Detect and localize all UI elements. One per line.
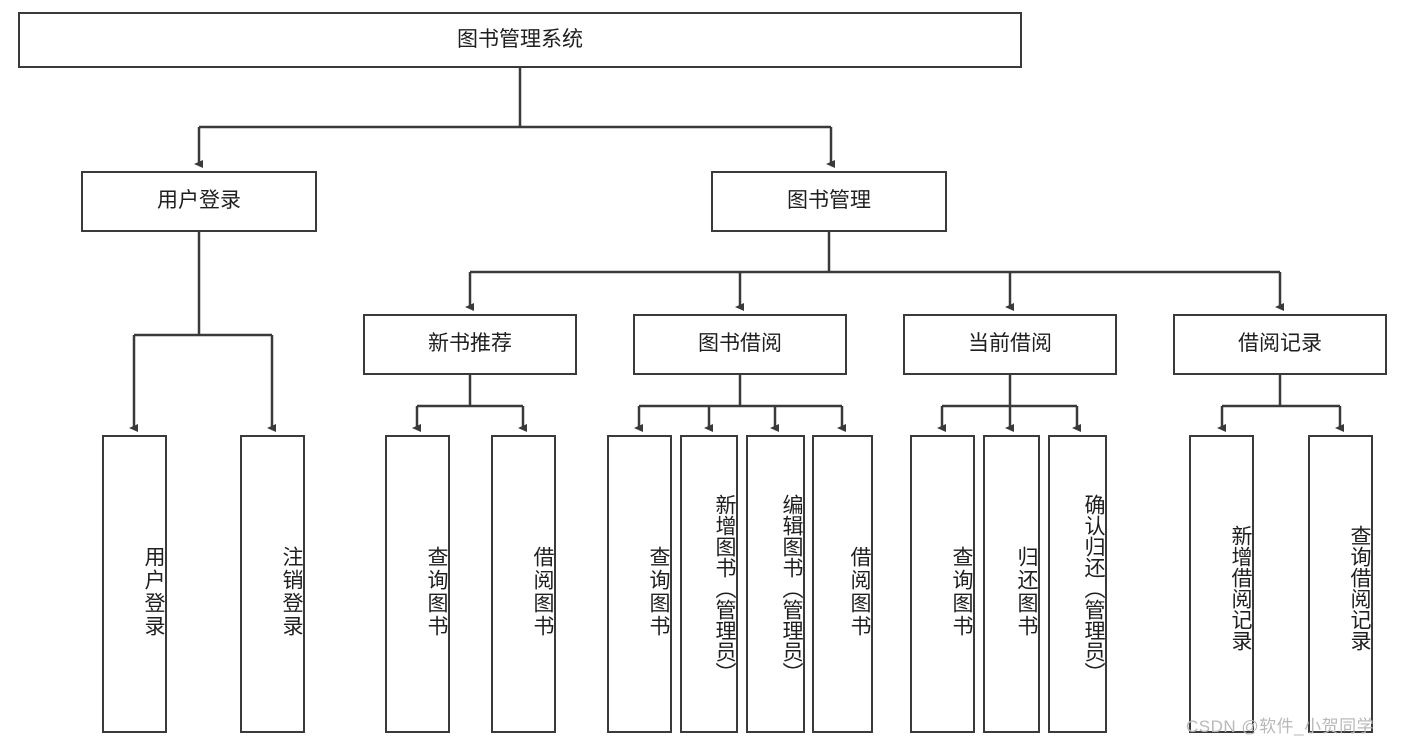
leaf-return-book[interactable]: 归还图书 xyxy=(983,435,1040,733)
leaf-add-borrow-record[interactable]: 新增借阅记录 xyxy=(1189,435,1254,733)
node-new-book-recommend[interactable]: 新书推荐 xyxy=(363,314,577,375)
node-book-borrow[interactable]: 图书借阅 xyxy=(633,314,847,375)
node-root[interactable]: 图书管理系统 xyxy=(18,12,1022,68)
leaf-user-login[interactable]: 用户登录 xyxy=(102,435,167,733)
leaf-query-book-new[interactable]: 查询图书 xyxy=(385,435,450,733)
leaf-query-book-borrow[interactable]: 查询图书 xyxy=(607,435,672,733)
node-user-login[interactable]: 用户登录 xyxy=(81,171,317,232)
leaf-query-borrow-record[interactable]: 查询借阅记录 xyxy=(1308,435,1373,733)
leaf-confirm-return-admin[interactable]: 确认归还（管理员） xyxy=(1048,435,1107,733)
leaf-borrow-book-new[interactable]: 借阅图书 xyxy=(491,435,556,733)
watermark: CSDN @软件_小贺同学 xyxy=(1186,717,1375,736)
leaf-edit-book-admin[interactable]: 编辑图书（管理员） xyxy=(746,435,805,733)
node-current-borrow[interactable]: 当前借阅 xyxy=(903,314,1117,375)
leaf-add-book-admin[interactable]: 新增图书（管理员） xyxy=(680,435,738,733)
leaf-logout[interactable]: 注销登录 xyxy=(240,435,305,733)
node-book-management[interactable]: 图书管理 xyxy=(711,171,947,232)
leaf-query-book-current[interactable]: 查询图书 xyxy=(910,435,975,733)
node-borrow-record[interactable]: 借阅记录 xyxy=(1173,314,1387,375)
leaf-borrow-book[interactable]: 借阅图书 xyxy=(812,435,873,733)
